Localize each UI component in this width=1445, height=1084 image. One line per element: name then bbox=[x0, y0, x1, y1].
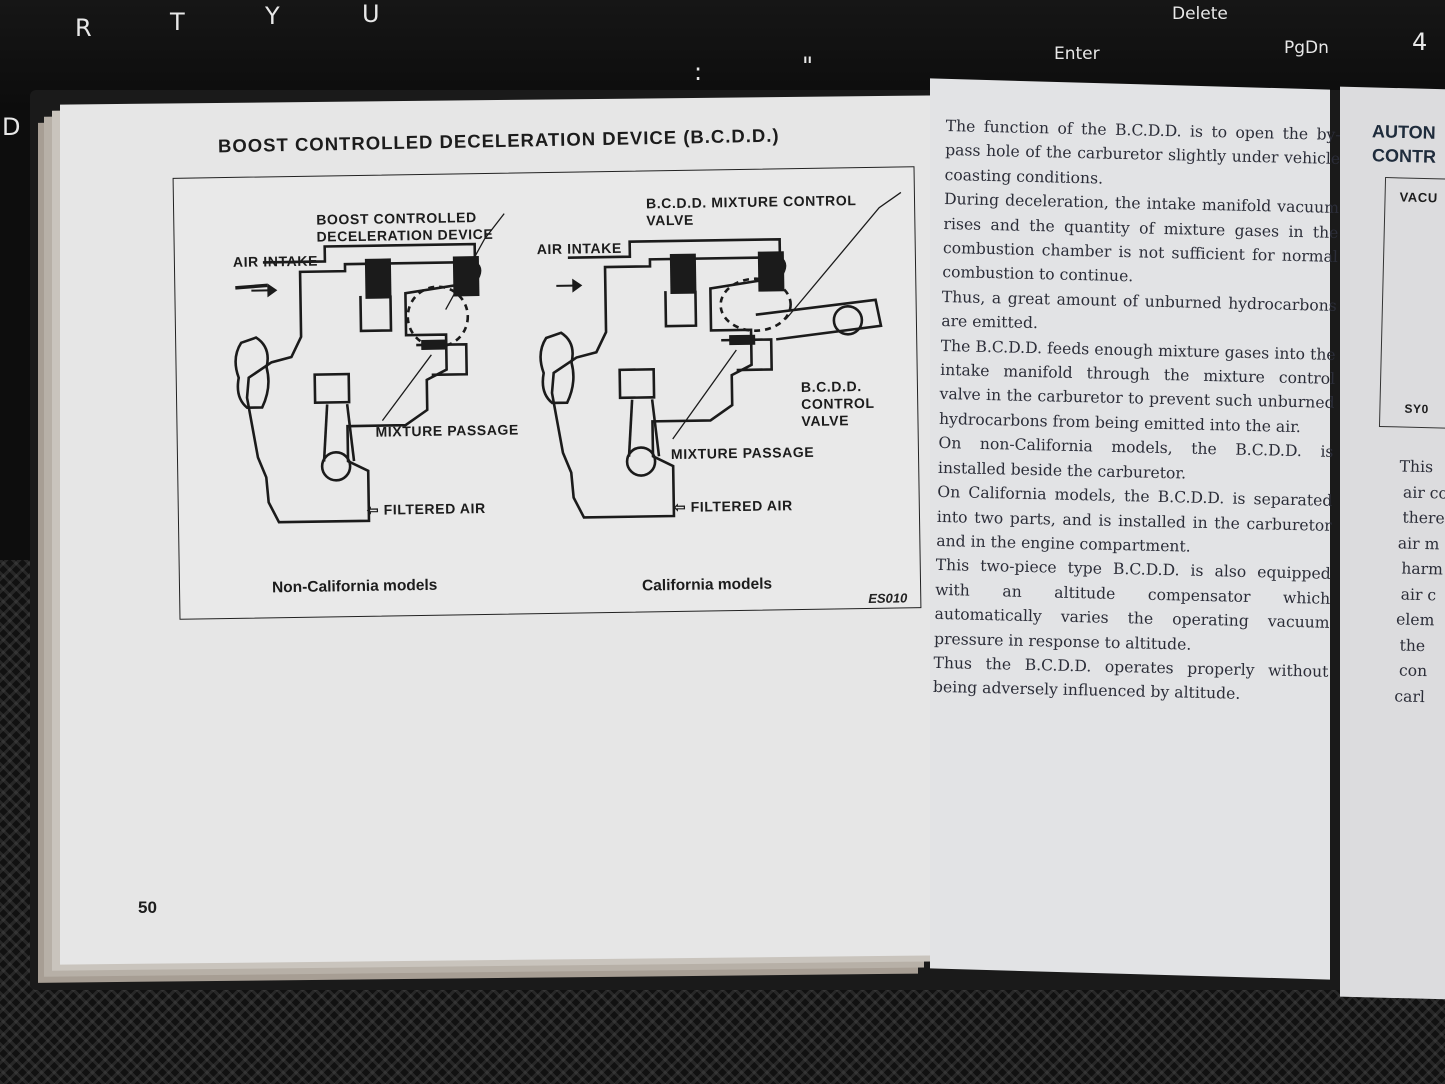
paragraph: On non-California models, the B.C.D.D. i… bbox=[937, 434, 1334, 483]
label-control-valve: B.C.D.D. CONTROL VALVE bbox=[800, 378, 875, 430]
label-filtered-air-left: ⇦ FILTERED AIR bbox=[366, 499, 486, 518]
keyboard-key: Y bbox=[265, 2, 280, 30]
keyboard-key: T bbox=[170, 8, 185, 36]
right-box-label: VACU bbox=[1399, 189, 1439, 206]
label-mixture-passage-right: MIXTURE PASSAGE bbox=[670, 443, 815, 463]
right-page-line: air c bbox=[1400, 585, 1437, 604]
keyboard-key: U bbox=[362, 0, 380, 28]
right-page-line: harm bbox=[1401, 559, 1444, 579]
figure-code: ES010 bbox=[868, 590, 908, 606]
right-airflow-arrow bbox=[556, 278, 583, 293]
right-box-code: SY0 bbox=[1404, 401, 1430, 417]
paragraph: During deceleration, the intake manifold… bbox=[942, 190, 1340, 286]
right-page-line: elem bbox=[1395, 610, 1435, 630]
right-carb-block-2 bbox=[757, 251, 785, 292]
paragraph: Thus the B.C.D.D. operates properly with… bbox=[932, 653, 1329, 704]
label-air-intake-left: AIR INTAKE bbox=[232, 252, 319, 270]
keyboard-key: D bbox=[2, 113, 21, 141]
label-mixture-passage-left: MIXTURE PASSAGE bbox=[375, 421, 520, 440]
engine-left-drawing bbox=[234, 242, 482, 524]
paragraph: The function of the B.C.D.D. is to open … bbox=[944, 116, 1341, 188]
label-air-intake-right: AIR INTAKE bbox=[536, 239, 622, 258]
right-page-line: air co bbox=[1402, 483, 1445, 503]
right-page-line: con bbox=[1398, 661, 1428, 681]
left-airflow-arrow bbox=[251, 283, 278, 298]
keyboard-key: " bbox=[802, 52, 814, 80]
bcdd-figure: BOOST CONTROLLED DECELERATION DEVICE AIR… bbox=[172, 166, 922, 620]
page-number: 50 bbox=[138, 898, 157, 917]
left-carb-block-1 bbox=[364, 258, 392, 299]
left-mixture-block bbox=[421, 339, 448, 350]
paragraph: This two-piece type B.C.D.D. is also equ… bbox=[933, 556, 1331, 654]
paragraph: Thus, a great amount of unburned hydroca… bbox=[941, 287, 1337, 333]
engine-diagrams bbox=[234, 191, 902, 524]
right-page-line: air m bbox=[1397, 533, 1440, 553]
paragraph: The B.C.D.D. feeds enough mixture gases … bbox=[938, 336, 1336, 437]
right-carb-block-1 bbox=[669, 253, 697, 295]
right-page-line: This bbox=[1399, 457, 1434, 477]
paragraph: On California models, the B.C.D.D. is se… bbox=[936, 482, 1333, 556]
right-page-line: the bbox=[1399, 635, 1426, 655]
right-heading-line2: CONTR bbox=[1371, 145, 1437, 167]
right-figure-box: VACU SY0 bbox=[1378, 177, 1445, 429]
keyboard-key: R bbox=[75, 14, 92, 42]
body-text: The function of the B.C.D.D. is to open … bbox=[933, 114, 1341, 709]
keyboard-key: PgDn bbox=[1284, 38, 1329, 58]
right-page-line: therel bbox=[1402, 508, 1445, 528]
left-carb-block-2 bbox=[452, 256, 480, 297]
right-page-text: This air co therel air m harm air c elem the con… bbox=[1394, 454, 1445, 710]
caption-california: California models bbox=[641, 575, 773, 595]
caption-non-california: Non-California models bbox=[271, 576, 438, 597]
label-mixture-control-valve: B.C.D.D. MIXTURE CONTROL VALVE bbox=[645, 192, 857, 229]
label-boost-controlled-device: BOOST CONTROLLED DECELERATION DEVICE bbox=[316, 209, 494, 245]
keyboard-key: Enter bbox=[1054, 44, 1100, 64]
right-heading-line1: AUTON bbox=[1371, 121, 1436, 143]
right-mixture-block bbox=[729, 334, 756, 346]
right-page-line: carl bbox=[1394, 686, 1426, 706]
keyboard-key: Delete bbox=[1172, 4, 1228, 24]
engine-right-drawing bbox=[539, 238, 883, 519]
keyboard-key: 4 bbox=[1412, 28, 1428, 56]
keyboard-key: : bbox=[694, 58, 703, 86]
label-filtered-air-right: ⇦ FILTERED AIR bbox=[673, 497, 793, 516]
leader-lines bbox=[381, 191, 902, 440]
